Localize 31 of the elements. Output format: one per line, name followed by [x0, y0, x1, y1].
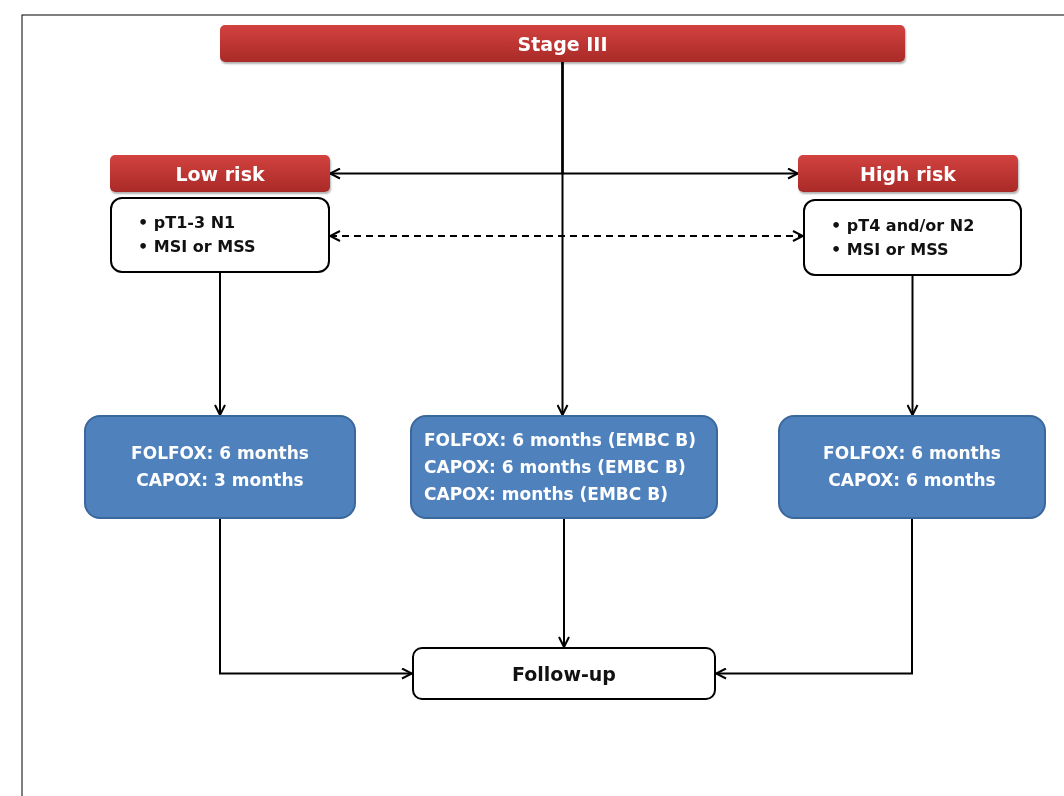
header-banner	[220, 25, 905, 62]
node-text: FOLFOX: 6 months	[823, 442, 1001, 465]
arrow	[556, 61, 569, 416]
node-text: Low risk	[175, 162, 265, 185]
treatment-box	[84, 415, 356, 519]
header-banner	[798, 155, 1018, 192]
node-text: High risk	[860, 162, 956, 185]
bullet-item: • pT4 and/or N2	[831, 214, 976, 237]
arrow	[715, 518, 913, 680]
arrow	[214, 272, 226, 416]
treatment-box	[410, 415, 718, 519]
arrow	[906, 275, 919, 416]
node-text: Stage III	[517, 32, 608, 55]
node-text: CAPOX: months (EMBC B)	[424, 482, 668, 506]
criteria-box	[110, 197, 330, 273]
arrow	[558, 518, 570, 648]
node-text: CAPOX: 6 months (EMBC B)	[424, 455, 686, 479]
bullet-item: • MSI or MSS	[138, 236, 257, 258]
process-box	[412, 647, 716, 700]
treatment-box	[778, 415, 1046, 519]
node-text: FOLFOX: 6 months	[131, 442, 309, 465]
node-text: FOLFOX: 6 months (EMBC B)	[424, 428, 697, 452]
dashed-arrow	[329, 230, 804, 242]
node-text: CAPOX: 3 months	[136, 469, 304, 492]
bullet-item: • pT1-3 N1	[138, 212, 237, 234]
header-banner	[110, 155, 330, 192]
arrow	[219, 518, 413, 680]
bullet-item: • MSI or MSS	[831, 238, 950, 261]
criteria-box	[803, 199, 1022, 276]
node-text: CAPOX: 6 months	[828, 469, 996, 492]
node-text: Follow-up	[512, 662, 616, 685]
